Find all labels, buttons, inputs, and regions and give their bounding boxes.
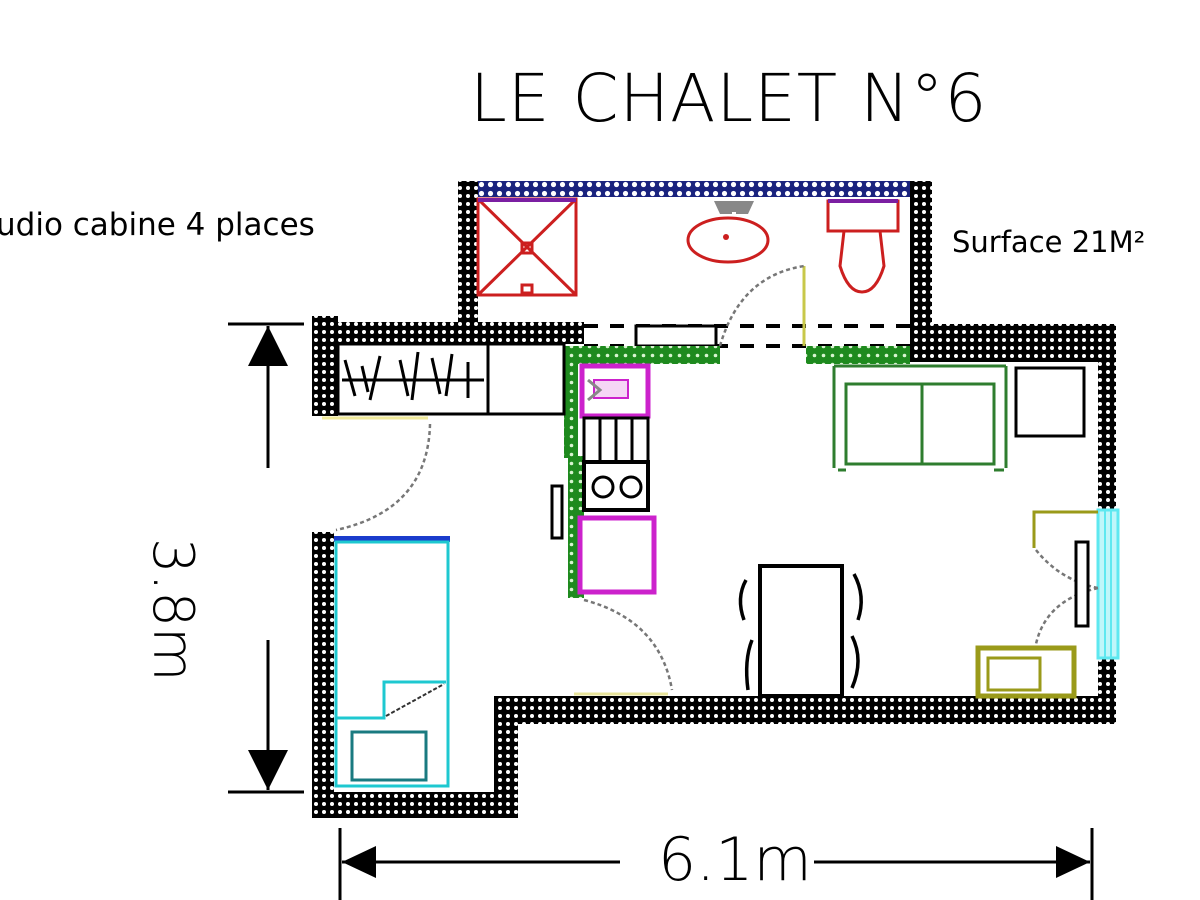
wardrobe-icon <box>336 342 566 416</box>
height-dimension <box>228 322 304 794</box>
kitchen-door <box>574 598 674 696</box>
height-label: 3.8m <box>140 536 205 684</box>
dining-table-icon <box>738 564 863 698</box>
bathroom-partition <box>584 324 910 348</box>
walls <box>312 181 1116 818</box>
width-dimension <box>338 828 1094 900</box>
kitchen-sink-icon <box>579 363 651 419</box>
dishwasher-icon <box>582 416 650 464</box>
bunk-bed-icon <box>334 536 450 788</box>
tv-unit-icon <box>975 645 1077 699</box>
light-switch-icon <box>550 484 564 540</box>
fridge-icon <box>577 515 657 595</box>
washbasin-icon <box>686 201 770 264</box>
storage-box-icon <box>1014 366 1086 438</box>
unit-description: udio cabine 4 places <box>0 207 315 243</box>
window-right <box>1096 508 1120 660</box>
bathroom-door <box>718 264 806 347</box>
shower-icon <box>476 197 578 297</box>
hob-icon <box>582 460 650 512</box>
surface-area: Surface 21M² <box>952 225 1146 259</box>
entrance-door <box>322 416 432 532</box>
toilet-icon <box>826 199 900 294</box>
width-label: 6.1m <box>656 825 814 895</box>
kitchen-partition <box>564 346 910 598</box>
balcony-door <box>1032 510 1099 645</box>
page-title: LE CHALET N°6 <box>470 60 988 137</box>
sofa-icon <box>832 364 1008 472</box>
